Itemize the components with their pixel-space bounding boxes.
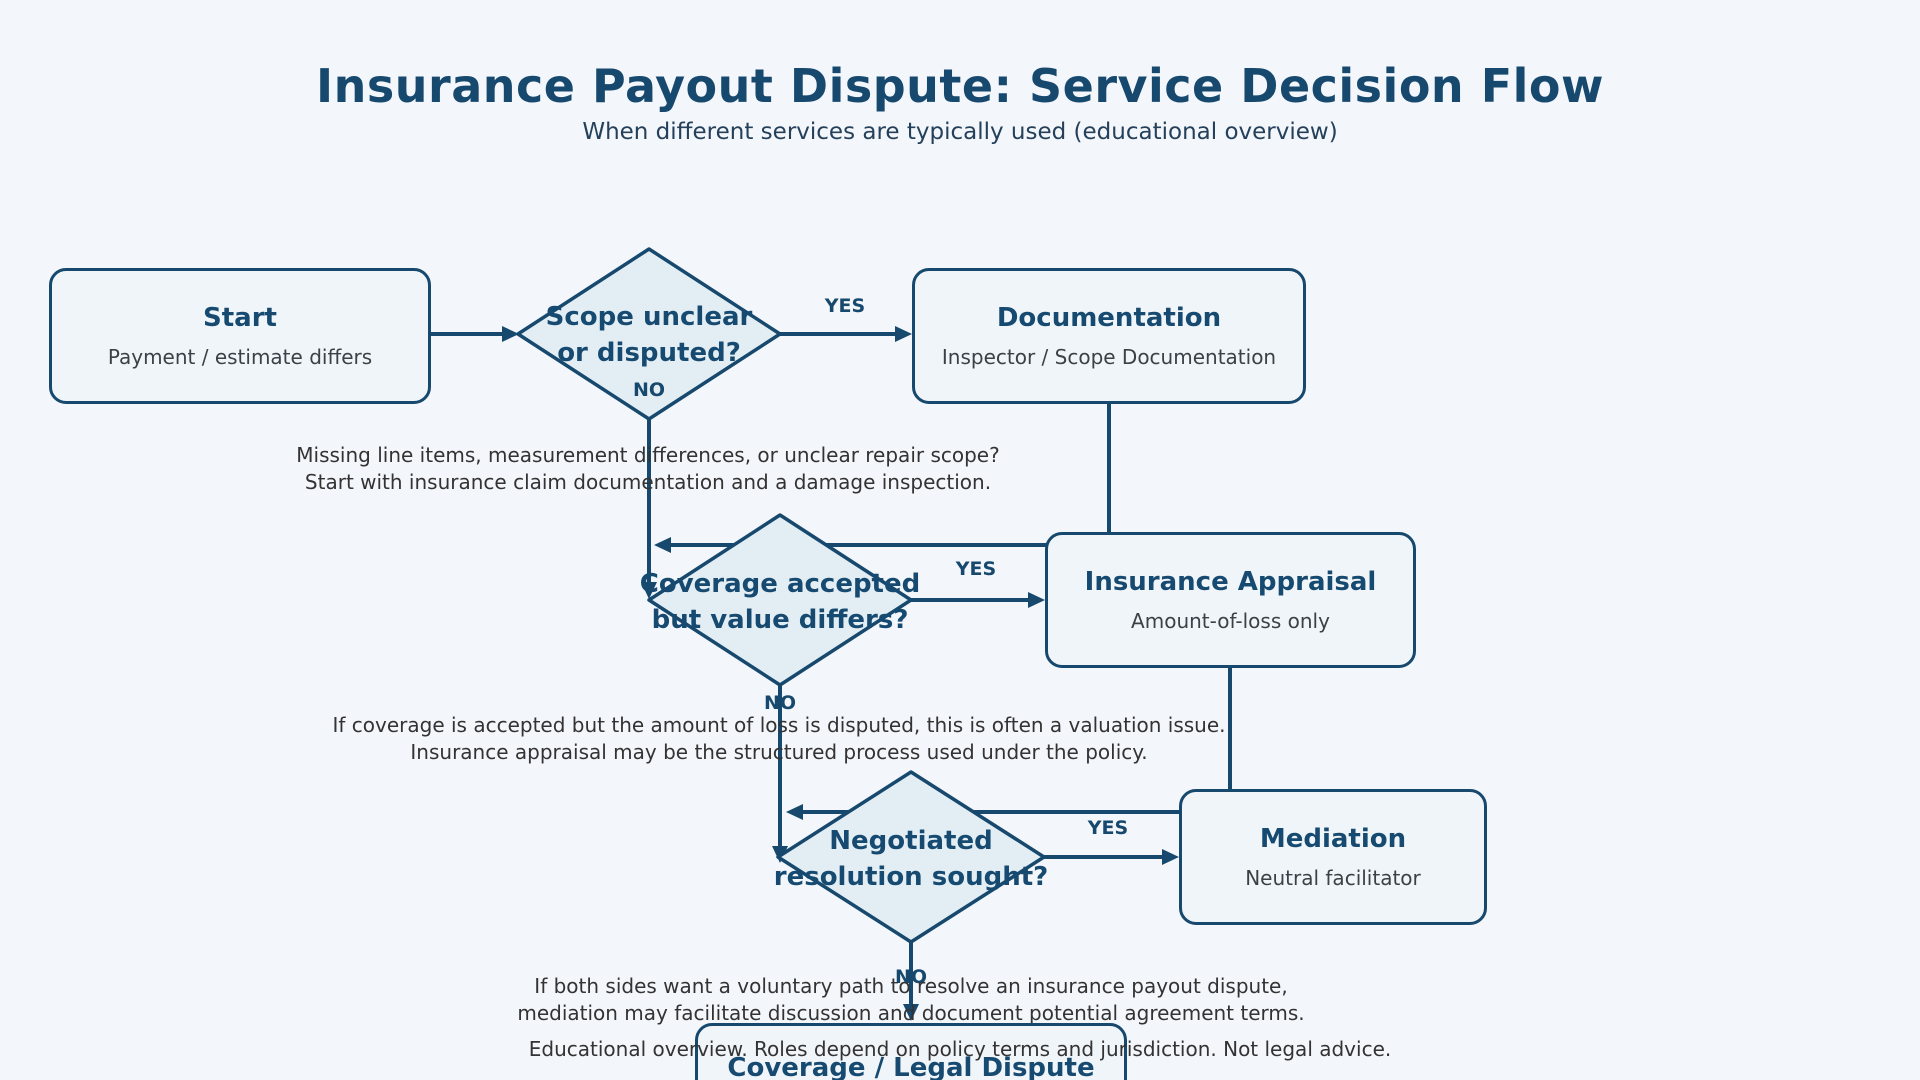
page-subtitle: When different services are typically us… <box>582 119 1338 145</box>
note-appraisal-line1: If coverage is accepted but the amount o… <box>332 713 1226 737</box>
decision-negotiated-line1: Negotiated <box>829 826 993 856</box>
note-mediation-line2: mediation may facilitate discussion and … <box>517 1001 1305 1025</box>
decision-value-line1: Coverage accepted <box>639 569 921 599</box>
node-mediation: Mediation Neutral facilitator <box>1179 789 1487 925</box>
page-title: Insurance Payout Dispute: Service Decisi… <box>316 59 1604 113</box>
edge-label-no-scope: NO <box>632 379 666 401</box>
node-coverage-legal-dispute: Coverage / Legal Dispute <box>695 1023 1127 1080</box>
decision-value-diamond <box>647 513 913 687</box>
arrowhead-into-documentation <box>895 326 912 342</box>
arrowhead-into-scope <box>502 326 519 342</box>
node-coverage-title: Coverage / Legal Dispute <box>727 1053 1095 1080</box>
node-start-title: Start <box>203 302 277 333</box>
node-mediation-title: Mediation <box>1259 823 1407 854</box>
decision-scope-line2: or disputed? <box>557 338 741 368</box>
node-start-subtitle: Payment / estimate differs <box>107 345 373 370</box>
decision-scope-line1: Scope unclear <box>545 302 753 332</box>
node-insurance-appraisal-subtitle: Amount-of-loss only <box>1131 609 1330 634</box>
node-insurance-appraisal: Insurance Appraisal Amount-of-loss only <box>1045 532 1416 668</box>
decision-negotiated-line2: resolution sought? <box>773 862 1049 892</box>
node-insurance-appraisal-title: Insurance Appraisal <box>1084 566 1377 597</box>
node-documentation-subtitle: Inspector / Scope Documentation <box>941 345 1277 370</box>
note-appraisal-line2: Insurance appraisal may be the structure… <box>410 740 1148 764</box>
note-scope-line2: Start with insurance claim documentation… <box>304 470 992 494</box>
decision-scope-diamond <box>516 247 782 421</box>
edge-label-yes-value: YES <box>955 558 997 580</box>
footer-disclaimer: Educational overview. Roles depend on po… <box>528 1037 1392 1061</box>
arrowhead-into-appraisal <box>1028 592 1045 608</box>
arrowhead-documentation-return <box>654 537 671 553</box>
arrowhead-into-mediation <box>1162 849 1179 865</box>
edge-label-no-value: NO <box>763 692 797 714</box>
decision-value-line2: but value differs? <box>651 605 909 635</box>
node-mediation-subtitle: Neutral facilitator <box>1245 866 1421 891</box>
arrowhead-spine-into-value <box>641 582 657 599</box>
node-start: Start Payment / estimate differs <box>49 268 431 404</box>
arrowhead-into-coverage <box>903 1004 919 1021</box>
note-mediation-line1: If both sides want a voluntary path to r… <box>534 974 1288 998</box>
edge-label-yes-scope: YES <box>824 295 866 317</box>
edge-label-no-negotiated: NO <box>894 966 928 988</box>
note-scope-line1: Missing line items, measurement differen… <box>296 443 1000 467</box>
decision-negotiated-diamond <box>776 770 1046 944</box>
arrowhead-appraisal-return <box>786 804 803 820</box>
node-documentation-title: Documentation <box>996 302 1222 333</box>
node-documentation: Documentation Inspector / Scope Document… <box>912 268 1306 404</box>
edge-label-yes-negotiated: YES <box>1087 817 1129 839</box>
